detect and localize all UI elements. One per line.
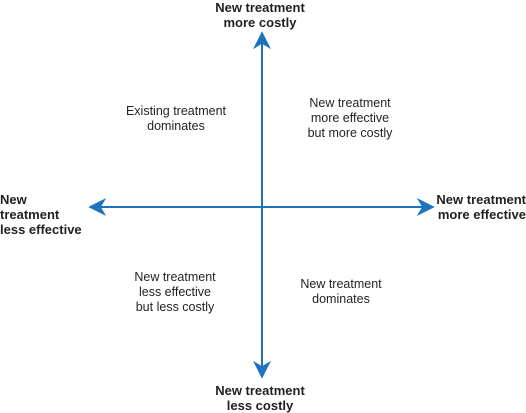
axis-label-less-costly: New treatment less costly — [215, 383, 305, 413]
quadrant-new-dominates: New treatment dominates — [300, 277, 382, 306]
quadrant-less-effective-less-costly: New treatment less effective but less co… — [134, 270, 216, 314]
axis-label-more-effective: New treatment more effective — [436, 192, 526, 222]
axis-label-less-effective: New treatment less effective — [0, 192, 82, 237]
axis-label-more-costly: New treatment more costly — [215, 0, 305, 30]
quadrant-more-effective-more-costly: New treatment more effective but more co… — [307, 96, 393, 140]
quadrant-existing-dominates: Existing treatment dominates — [125, 104, 227, 133]
